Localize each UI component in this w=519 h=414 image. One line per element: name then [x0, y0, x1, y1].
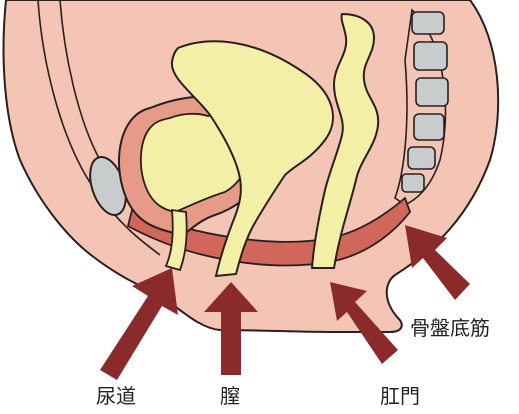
label-urethra: 尿道: [96, 386, 136, 406]
vertebra: [416, 78, 448, 106]
vertebra: [414, 42, 447, 70]
vertebra: [412, 12, 444, 34]
arrow-urethra: [100, 268, 178, 380]
vertebra: [402, 174, 424, 192]
vertebra: [408, 147, 435, 169]
vertebra: [414, 114, 444, 140]
label-vagina: 膣: [220, 386, 240, 406]
label-anus: 肛門: [380, 386, 420, 406]
label-pelvic-floor: 骨盤底筋: [410, 318, 490, 338]
arrow-pelvic-floor: [405, 225, 470, 300]
